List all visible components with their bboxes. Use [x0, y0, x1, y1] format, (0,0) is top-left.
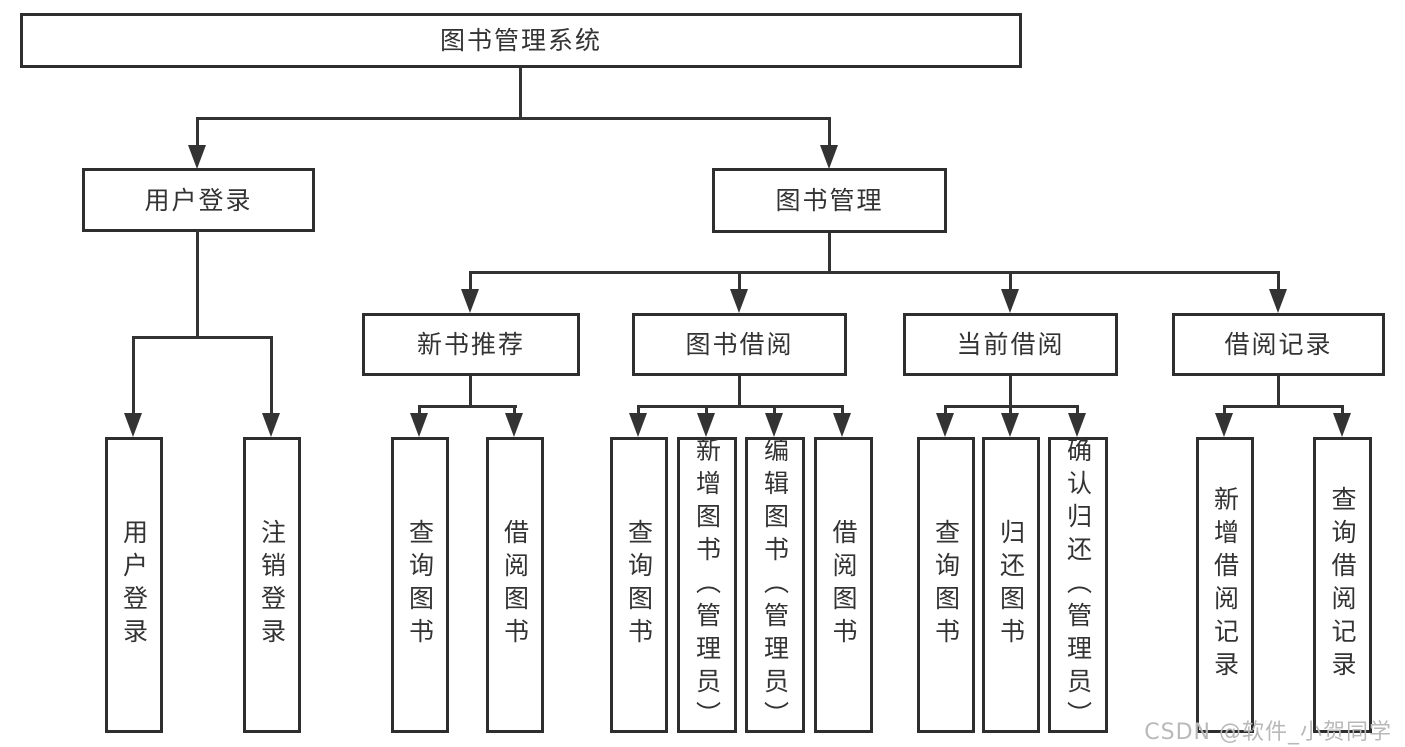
connector-line [738, 376, 741, 408]
connector-line [132, 336, 273, 339]
connector-line [1341, 405, 1344, 415]
leaf-label: 归还图书 [996, 519, 1026, 651]
connector-line [1076, 405, 1079, 415]
connector-line [1009, 271, 1012, 291]
arrowhead-down [1215, 413, 1233, 437]
connector-line [469, 271, 472, 291]
connector-line [1277, 271, 1280, 291]
leaf-query-books-3: 查询图书 [917, 437, 975, 733]
connector-line [705, 405, 708, 415]
leaf-label: 注销登录 [257, 519, 287, 651]
connector-line [828, 233, 831, 274]
connector-line [418, 405, 421, 415]
leaf-borrow-books-1: 借阅图书 [486, 437, 544, 733]
arrowhead-down [1001, 413, 1019, 437]
leaf-query-borrow-record: 查询借阅记录 [1313, 437, 1372, 733]
arrowhead-down [833, 413, 851, 437]
arrowhead-down [936, 413, 954, 437]
node-label: 图书管理系统 [439, 26, 602, 55]
connector-line [469, 271, 1280, 274]
node-label: 当前借阅 [956, 330, 1065, 359]
connector-line [773, 405, 776, 415]
connector-line [196, 117, 199, 146]
leaf-label: 查询借阅记录 [1328, 486, 1357, 684]
arrowhead-down [124, 413, 142, 437]
connector-line [1223, 405, 1226, 415]
leaf-label: 借阅图书 [829, 519, 858, 651]
node-label: 新书推荐 [416, 330, 525, 359]
leaf-confirm-return-admin: 确认归还（管理员） [1048, 436, 1108, 734]
connector-line [1009, 405, 1012, 415]
arrowhead-down [820, 145, 838, 169]
leaf-borrow-books-2: 借阅图书 [814, 437, 873, 733]
leaf-label: 借阅图书 [500, 519, 530, 651]
arrowhead-down [461, 289, 479, 313]
connector-line [738, 271, 741, 291]
leaf-label: 查询图书 [931, 519, 961, 651]
connector-line [1223, 405, 1344, 408]
arrowhead-down [1001, 289, 1019, 313]
leaf-label: 新增图书（管理员） [692, 436, 722, 734]
connector-line [196, 117, 831, 120]
connector-line [196, 230, 199, 337]
arrowhead-down [262, 413, 280, 437]
node-borrow-records: 借阅记录 [1172, 313, 1385, 376]
node-label: 图书管理 [775, 186, 884, 215]
leaf-label: 用户登录 [119, 519, 149, 651]
node-label: 图书借阅 [685, 330, 794, 359]
node-user-login: 用户登录 [82, 168, 315, 232]
connector-line [418, 405, 517, 408]
arrowhead-down [629, 413, 647, 437]
arrowhead-down [1333, 413, 1351, 437]
leaf-label: 查询图书 [405, 519, 435, 651]
leaf-logout: 注销登录 [243, 437, 301, 733]
connector-line [469, 376, 472, 408]
arrowhead-down [505, 413, 523, 437]
leaf-label: 查询图书 [624, 519, 654, 651]
node-new-book-recommend: 新书推荐 [362, 313, 580, 376]
node-current-borrow: 当前借阅 [903, 313, 1118, 376]
connector-line [637, 405, 844, 408]
connector-line [944, 405, 947, 415]
leaf-label: 编辑图书（管理员） [760, 436, 790, 734]
arrowhead-down [1269, 289, 1287, 313]
leaf-return-books: 归还图书 [982, 437, 1040, 733]
leaf-user-login: 用户登录 [105, 437, 163, 733]
connector-line [841, 405, 844, 415]
connector-line [1009, 376, 1012, 408]
connector-line [828, 117, 831, 146]
connector-line [270, 336, 273, 414]
arrowhead-down [1068, 413, 1086, 437]
node-book-management: 图书管理 [712, 168, 947, 233]
connector-line [513, 405, 516, 415]
arrowhead-down [730, 289, 748, 313]
connector-line [637, 405, 640, 415]
connector-line [132, 336, 135, 414]
csdn-watermark: CSDN @软件_小贺同学 [1144, 720, 1392, 745]
leaf-query-books-2: 查询图书 [610, 437, 668, 733]
leaf-add-borrow-record: 新增借阅记录 [1196, 437, 1254, 733]
leaf-query-books-1: 查询图书 [391, 437, 449, 733]
node-book-borrow: 图书借阅 [632, 313, 847, 376]
leaf-edit-books-admin: 编辑图书（管理员） [745, 436, 805, 734]
node-label: 用户登录 [144, 185, 253, 215]
node-library-system: 图书管理系统 [20, 13, 1022, 68]
leaf-label: 确认归还（管理员） [1063, 436, 1093, 734]
connector-line [519, 68, 522, 117]
leaf-label: 新增借阅记录 [1210, 486, 1240, 684]
connector-line [1277, 376, 1280, 408]
arrowhead-down [188, 145, 206, 169]
arrowhead-down [765, 413, 783, 437]
leaf-add-books-admin: 新增图书（管理员） [677, 436, 737, 734]
node-label: 借阅记录 [1224, 330, 1333, 359]
arrowhead-down [697, 413, 715, 437]
arrowhead-down [410, 413, 428, 437]
